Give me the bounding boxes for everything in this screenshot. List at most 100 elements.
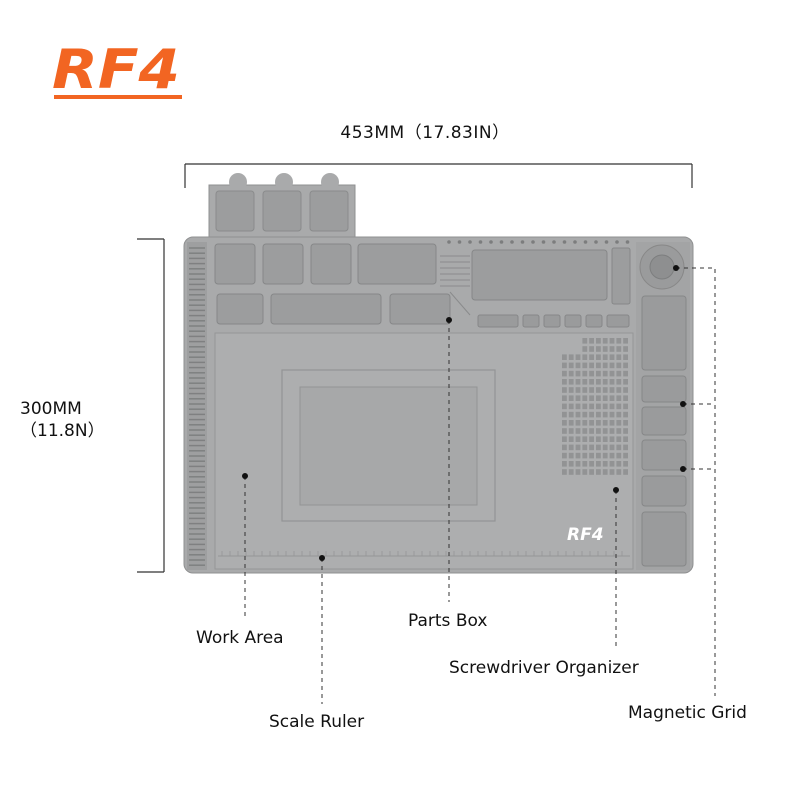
organizer-cell	[616, 420, 622, 426]
organizer-cell	[582, 379, 588, 385]
organizer-cell	[562, 354, 567, 360]
organizer-cell	[575, 379, 581, 385]
organizer-cell	[602, 452, 608, 459]
organizer-cell	[568, 428, 574, 434]
organizer-cell	[582, 346, 588, 352]
organizer-cell	[609, 395, 615, 401]
screw-hole	[573, 240, 577, 244]
organizer-cell	[562, 370, 567, 377]
organizer-cell	[616, 469, 622, 475]
organizer-cell	[575, 403, 581, 410]
brand-logo-text: RF4	[52, 40, 180, 101]
organizer-cell	[623, 469, 628, 475]
organizer-cell	[568, 436, 574, 442]
screw-hole	[489, 240, 493, 244]
callout-work-area: Work Area	[196, 628, 284, 648]
small-slots-row	[477, 314, 630, 328]
screw-hole	[594, 240, 598, 244]
height-dimension-label: 300MM （11.8N）	[20, 398, 105, 442]
organizer-cell	[582, 354, 588, 360]
parts-compartments	[214, 243, 631, 325]
organizer-cell	[589, 436, 594, 442]
organizer-cell	[589, 403, 594, 410]
organizer-cell	[609, 379, 615, 385]
organizer-cell	[616, 428, 622, 434]
organizer-cell	[616, 436, 622, 442]
organizer-cell	[616, 346, 622, 352]
organizer-cell	[589, 387, 594, 393]
organizer-cell	[589, 461, 594, 467]
organizer-cell	[596, 338, 601, 344]
organizer-cell	[609, 444, 615, 451]
organizer-cell	[609, 362, 615, 369]
organizer-cell	[596, 379, 601, 385]
organizer-cell	[602, 411, 608, 418]
organizer-cell	[602, 444, 608, 451]
organizer-cell	[582, 444, 588, 451]
organizer-cell	[575, 444, 581, 451]
organizer-cell	[589, 354, 594, 360]
organizer-cell	[575, 420, 581, 426]
brand-logo: RF4	[52, 40, 182, 101]
organizer-cell	[623, 420, 628, 426]
organizer-cell	[589, 370, 594, 377]
organizer-cell	[609, 411, 615, 418]
organizer-cell	[609, 403, 615, 410]
screw-hole	[510, 240, 514, 244]
organizer-cell	[582, 387, 588, 393]
height-dimension-line1: 300MM	[20, 399, 82, 419]
top-parts-trays	[208, 173, 356, 246]
organizer-cell	[575, 411, 581, 418]
organizer-cell	[623, 395, 628, 401]
organizer-cell	[616, 395, 622, 401]
organizer-cell	[589, 346, 594, 352]
screw-hole	[520, 240, 525, 244]
organizer-cell	[616, 444, 622, 451]
organizer-cell	[596, 461, 601, 467]
organizer-cell	[623, 379, 628, 385]
organizer-cell	[568, 395, 574, 401]
organizer-cell	[602, 461, 608, 467]
organizer-cell	[602, 354, 608, 360]
organizer-cell	[562, 420, 567, 426]
organizer-cell	[609, 346, 615, 352]
screw-hole	[552, 240, 556, 244]
organizer-cell	[562, 444, 567, 451]
organizer-cell	[623, 370, 628, 377]
organizer-cell	[623, 411, 628, 418]
organizer-cell	[623, 387, 628, 393]
organizer-cell	[596, 403, 601, 410]
organizer-cell	[602, 436, 608, 442]
callout-lines	[244, 267, 716, 704]
organizer-cell	[623, 452, 628, 459]
organizer-cell	[568, 469, 574, 475]
organizer-cell	[602, 469, 608, 475]
organizer-cell	[623, 428, 628, 434]
screw-holes-row	[447, 240, 630, 244]
organizer-cell	[589, 411, 594, 418]
organizer-cell	[623, 436, 628, 442]
organizer-cell	[562, 387, 567, 393]
organizer-cell	[596, 395, 601, 401]
organizer-cell	[568, 354, 574, 360]
organizer-cell	[609, 338, 615, 344]
organizer-cell	[562, 461, 567, 467]
organizer-cell	[596, 436, 601, 442]
organizer-cell	[582, 411, 588, 418]
organizer-cell	[602, 379, 608, 385]
screw-hole	[625, 240, 630, 244]
organizer-cell	[575, 461, 581, 467]
screw-hole	[583, 240, 588, 244]
organizer-cell	[582, 403, 588, 410]
screw-hole	[457, 240, 462, 244]
organizer-cell	[616, 354, 622, 360]
organizer-cell	[609, 420, 615, 426]
screw-hole	[531, 240, 535, 244]
organizer-cell	[596, 362, 601, 369]
organizer-cell	[562, 403, 567, 410]
organizer-cell	[596, 420, 601, 426]
organizer-cell	[589, 338, 594, 344]
organizer-cell	[609, 428, 615, 434]
organizer-cell	[575, 387, 581, 393]
organizer-cell	[623, 338, 628, 344]
